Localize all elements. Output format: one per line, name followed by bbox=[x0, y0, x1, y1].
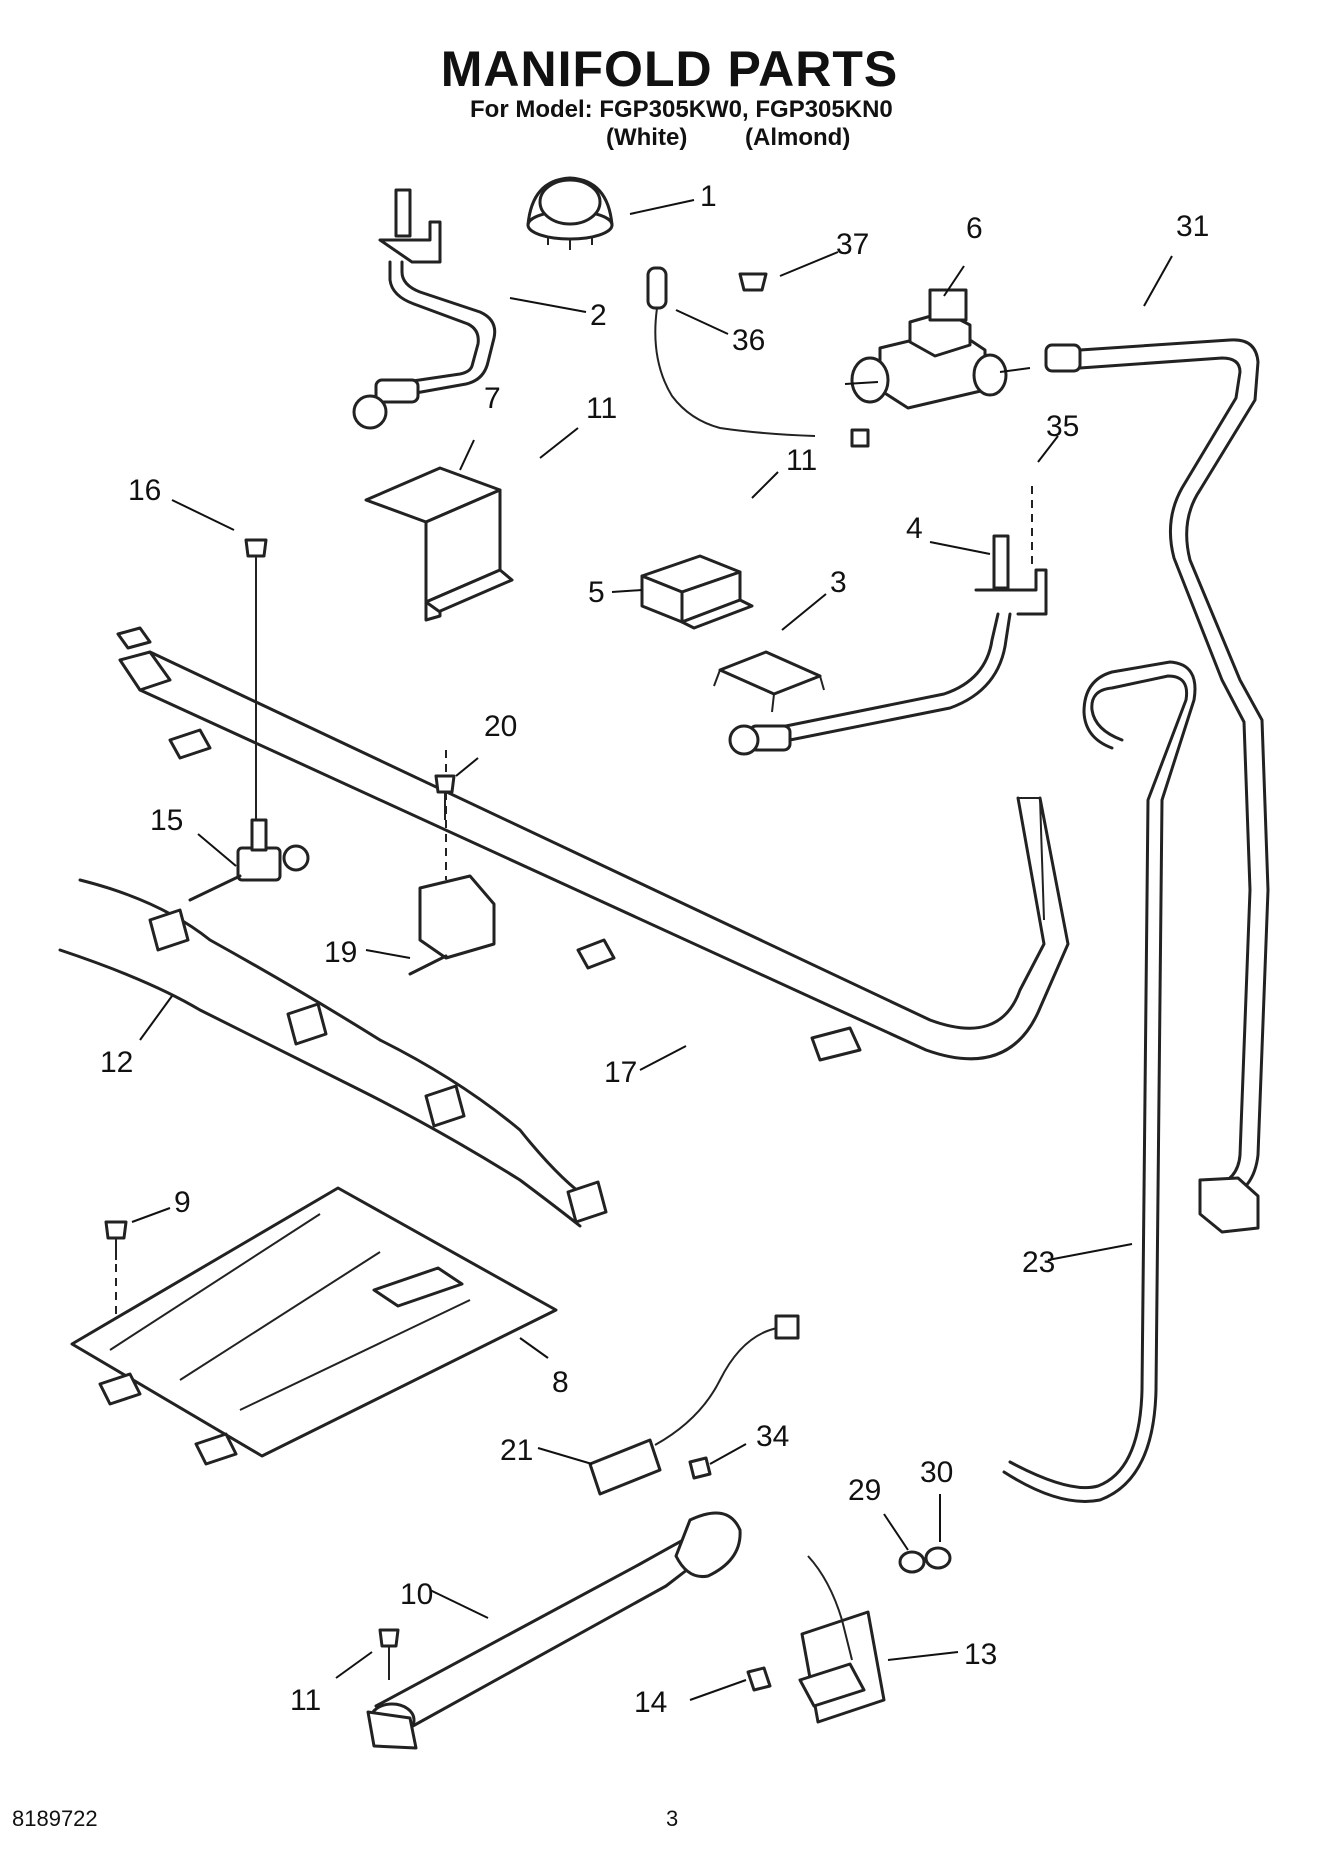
part-valve-bracket bbox=[364, 466, 514, 622]
part-nuts bbox=[898, 1546, 952, 1574]
part-burner-valve bbox=[188, 818, 310, 902]
callout-6: 6 bbox=[966, 212, 983, 245]
page-number: 3 bbox=[666, 1806, 679, 1831]
part-oven-burner bbox=[366, 1511, 742, 1750]
callout-29: 29 bbox=[848, 1474, 881, 1507]
callout-35: 35 bbox=[1046, 410, 1079, 443]
callout-17: 17 bbox=[604, 1056, 637, 1089]
callout-21: 21 bbox=[500, 1434, 533, 1467]
callout-labels: 1 2 3 4 5 6 7 8 9 10 11 11 11 12 13 14 1… bbox=[100, 180, 1209, 1719]
callout-31: 31 bbox=[1176, 210, 1209, 243]
callout-13: 13 bbox=[964, 1638, 997, 1671]
callout-5: 5 bbox=[588, 576, 605, 609]
callout-19: 19 bbox=[324, 936, 357, 969]
part-manifold-pipe bbox=[116, 626, 1070, 1062]
part-spreader-plate bbox=[70, 1186, 558, 1466]
part-thermostat-valve bbox=[408, 750, 496, 976]
part-pressure-regulator bbox=[844, 288, 1031, 410]
part-screw-9 bbox=[104, 1220, 128, 1334]
part-screw-14 bbox=[746, 1666, 772, 1692]
callout-7: 7 bbox=[484, 382, 501, 415]
page-title: MANIFOLD PARTS bbox=[440, 41, 899, 97]
part-burner-orifice-tube bbox=[352, 188, 497, 430]
callout-10: 10 bbox=[400, 1578, 433, 1611]
part-gas-supply-tube bbox=[1044, 338, 1270, 1234]
part-valve-screw-dash bbox=[244, 538, 268, 820]
part-burner-cap bbox=[526, 176, 614, 250]
callout-14: 14 bbox=[634, 1686, 667, 1719]
callout-8: 8 bbox=[552, 1366, 569, 1399]
part-sensor-probe bbox=[646, 266, 870, 448]
part-right-burner-tube bbox=[728, 534, 1048, 756]
callout-23: 23 bbox=[1022, 1246, 1055, 1279]
callout-4: 4 bbox=[906, 512, 923, 545]
callout-11-bracket: 11 bbox=[586, 392, 617, 425]
callout-16: 16 bbox=[128, 474, 161, 507]
callout-11-module: 11 bbox=[786, 444, 817, 477]
part-module-bracket bbox=[713, 650, 825, 713]
callout-30: 30 bbox=[920, 1456, 953, 1489]
callout-12: 12 bbox=[100, 1046, 133, 1079]
callout-3: 3 bbox=[830, 566, 847, 599]
callout-15: 15 bbox=[150, 804, 183, 837]
part-clip bbox=[738, 272, 768, 292]
part-spark-module bbox=[640, 554, 754, 630]
part-screw-20 bbox=[434, 774, 456, 820]
part-wire-harness bbox=[58, 878, 608, 1228]
callout-9: 9 bbox=[174, 1186, 191, 1219]
part-bypass-tube bbox=[1002, 660, 1197, 1503]
callout-34: 34 bbox=[756, 1420, 789, 1453]
variant-white-label: (White) bbox=[606, 124, 688, 151]
part-thermostat-bracket bbox=[798, 1555, 886, 1724]
variant-almond-label: (Almond) bbox=[745, 124, 851, 151]
document-number: 8189722 bbox=[12, 1806, 98, 1831]
callout-2: 2 bbox=[590, 299, 607, 332]
part-screw-11-burner bbox=[378, 1628, 400, 1680]
model-line: For Model: FGP305KW0, FGP305KN0 bbox=[470, 96, 893, 123]
callout-11-burner: 11 bbox=[290, 1684, 321, 1717]
callout-leaders bbox=[131, 199, 1173, 1701]
callout-1: 1 bbox=[700, 180, 717, 213]
callout-36: 36 bbox=[732, 324, 765, 357]
callout-20: 20 bbox=[484, 710, 517, 743]
part-screw-34 bbox=[688, 1456, 712, 1480]
part-igniter bbox=[588, 1314, 800, 1496]
callout-37: 37 bbox=[836, 228, 869, 261]
